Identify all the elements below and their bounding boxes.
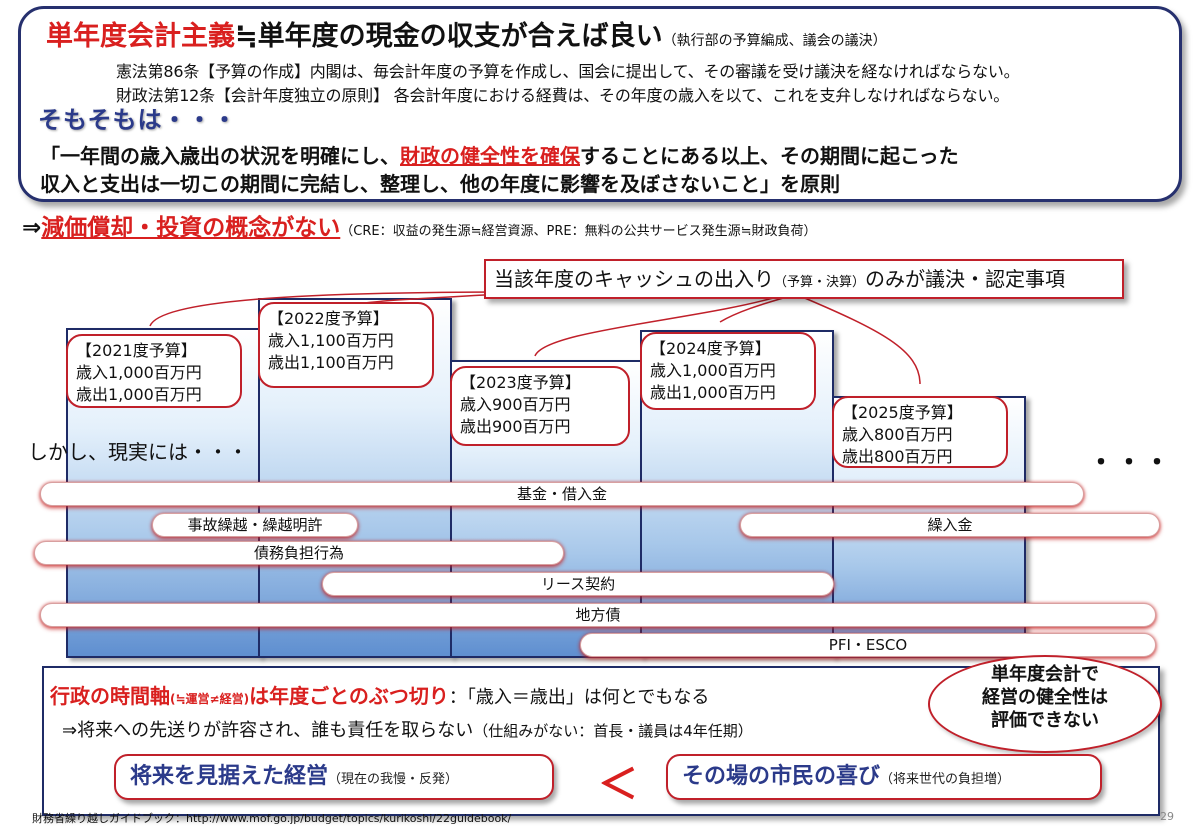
budget-box-2025: 【2025度予算】 歳入800百万円 歳出800百万円 — [832, 396, 1008, 468]
budget-expense: 歳出1,000百万円 — [650, 383, 776, 402]
deferral-text: ⇒将来への先送りが許容され、誰も責任を取らない — [62, 720, 474, 741]
oval-line3: 評価できない — [991, 710, 1099, 731]
quote-pre: 「一年間の歳入歳出の状況を明確にし、 — [40, 144, 400, 168]
header-main: 当該年度のキャッシュの出入り — [494, 267, 774, 291]
oval-line2: 経営の健全性は — [982, 687, 1108, 708]
citizen-main: その場の市民の喜び — [682, 764, 881, 789]
budget-income: 歳入1,100百万円 — [268, 331, 394, 350]
concept-arrow: ⇒ — [22, 215, 42, 241]
concept-note: （CRE：収益の発生源≒経営資源、PRE：無料の公共サービス発生源≒財政負荷） — [340, 224, 817, 239]
citizen-note: （将来世代の負担増） — [880, 772, 1011, 787]
future-note: （現在の我慢・反発） — [328, 772, 459, 787]
budget-income: 歳入900百万円 — [460, 395, 571, 414]
budget-expense: 歳出900百万円 — [460, 417, 571, 436]
pill-local-bond: 地方債 — [40, 603, 1156, 627]
pill-carryover: 事故繰越・繰越明許 — [152, 513, 358, 537]
budget-box-2022: 【2022度予算】 歳入1,100百万円 歳出1,100百万円 — [258, 302, 434, 388]
oval-line1: 単年度会計で — [991, 664, 1099, 685]
principle-title-highlight: 単年度会計主義 — [46, 21, 235, 52]
time-axis-label2: は年度ごとのぶつ切り — [249, 684, 449, 708]
pill-transfer-in: 繰入金 — [740, 513, 1160, 537]
citizen-joy-box: その場の市民の喜び（将来世代の負担増） — [666, 754, 1102, 800]
quote-highlight: 財政の健全性を確保 — [400, 144, 580, 168]
connector-2025 — [799, 295, 921, 385]
budget-box-2024: 【2024度予算】 歳入1,000百万円 歳出1,000百万円 — [640, 332, 816, 410]
deferral-note: （仕組みがない：首長・議員は4年任期） — [473, 722, 753, 740]
cash-flow-header: 当該年度のキャッシュの出入り（予算・決算）のみが議決・認定事項 — [484, 259, 1124, 299]
budget-title: 【2025度予算】 — [842, 403, 963, 422]
budget-income: 歳入1,000百万円 — [650, 361, 776, 380]
budget-expense: 歳出800百万円 — [842, 447, 953, 466]
principle-title: 単年度会計主義≒単年度の現金の収支が合えば良い（執行部の予算編成、議会の議決） — [46, 14, 887, 53]
less-than-sign: ＜ — [598, 762, 638, 808]
somosomo-heading: そもそもは・・・ — [38, 106, 238, 134]
connector-2023 — [534, 295, 781, 357]
law-article-86: 憲法第86条【予算の作成】内閣は、毎会計年度の予算を作成し、国会に提出して、その… — [116, 62, 1020, 81]
budget-expense: 歳出1,000百万円 — [76, 385, 202, 404]
budget-expense: 歳出1,100百万円 — [268, 353, 394, 372]
header-small: （予算・決算） — [774, 275, 866, 290]
budget-title: 【2022度予算】 — [268, 309, 389, 328]
concept-line: ⇒減価償却・投資の概念がない（CRE：収益の発生源≒経営資源、PRE：無料の公共… — [22, 208, 817, 242]
principle-title-note: （執行部の予算編成、議会の議決） — [662, 33, 887, 49]
pill-pfi-esco: PFI・ESCO — [580, 633, 1156, 657]
conclusion-line2: ⇒将来への先送りが許容され、誰も責任を取らない（仕組みがない：首長・議員は4年任… — [62, 716, 753, 742]
connector-2021 — [149, 291, 521, 327]
page-number: 29 — [1160, 810, 1174, 823]
law-article-12: 財政法第12条【会計年度独立の原則】 各会計年度における経費は、その年度の歳入を… — [116, 86, 1010, 105]
budget-title: 【2024度予算】 — [650, 339, 771, 358]
time-axis-label: 行政の時間軸 — [50, 684, 170, 708]
conclusion-line1: 行政の時間軸(≒運営≠経営)は年度ごとのぶつ切り：「歳入＝歳出」は何とでもなる — [50, 680, 709, 709]
quote-post: することにある以上、その期間に起こった — [580, 144, 959, 168]
future-main: 将来を見据えた経営 — [130, 764, 329, 789]
evaluation-oval: 単年度会計で 経営の健全性は 評価できない — [928, 655, 1162, 753]
principle-box — [18, 6, 1182, 202]
budget-title: 【2021度予算】 — [76, 341, 197, 360]
pill-fund-borrowing: 基金・借入金 — [40, 482, 1084, 506]
principle-title-rest: ≒単年度の現金の収支が合えば良い — [235, 21, 663, 52]
reality-label: しかし、現実には・・・ — [28, 440, 248, 464]
time-axis-note: (≒運営≠経営) — [170, 692, 250, 706]
principle-quote-line1: 「一年間の歳入歳出の状況を明確にし、財政の健全性を確保することにある以上、その期… — [40, 140, 959, 169]
budget-income: 歳入800百万円 — [842, 425, 953, 444]
principle-quote-line2: 収入と支出は一切この期間に完結し、整理し、他の年度に影響を及ぼさないこと」を原則 — [40, 172, 840, 196]
budget-income: 歳入1,000百万円 — [76, 363, 202, 382]
budget-box-2023: 【2023度予算】 歳入900百万円 歳出900百万円 — [450, 366, 630, 446]
future-management-box: 将来を見据えた経営（現在の我慢・反発） — [114, 754, 554, 800]
time-axis-rest: ：「歳入＝歳出」は何とでもなる — [448, 687, 710, 708]
concept-highlight: 減価償却・投資の概念がない — [41, 215, 341, 241]
continuation-ellipsis: ・・・ — [1088, 448, 1173, 478]
header-rest: のみが議決・認定事項 — [865, 267, 1066, 291]
pill-lease: リース契約 — [322, 572, 834, 596]
pill-debt-burden: 債務負担行為 — [34, 541, 564, 565]
budget-box-2021: 【2021度予算】 歳入1,000百万円 歳出1,000百万円 — [66, 334, 242, 408]
budget-title: 【2023度予算】 — [460, 373, 581, 392]
source-citation: 財務省繰り越しガイドブック：http://www.mof.go.jp/budge… — [32, 812, 512, 825]
